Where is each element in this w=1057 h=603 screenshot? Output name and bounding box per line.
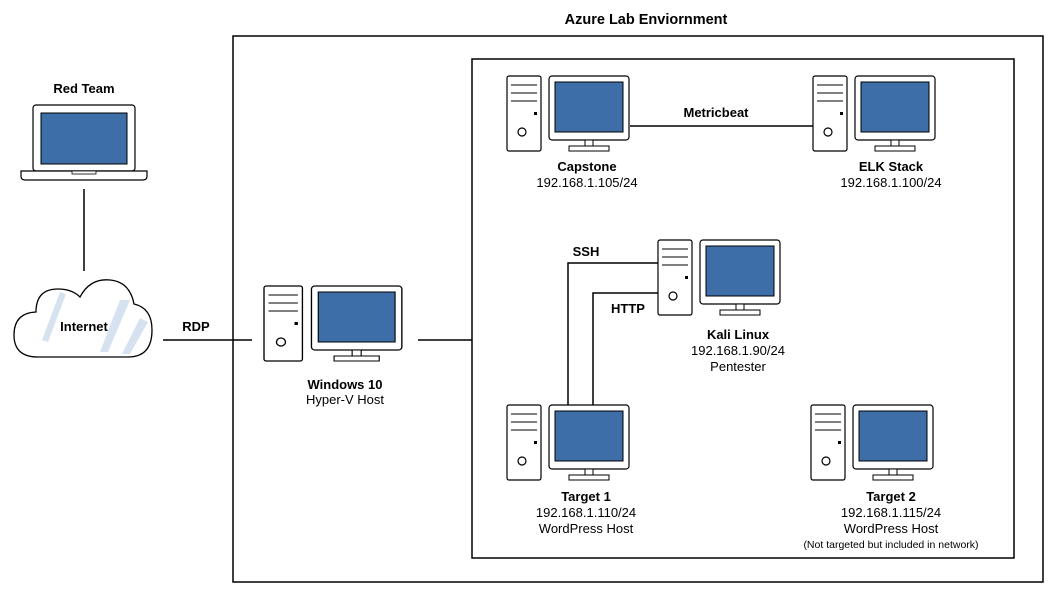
red-team-label: Red Team <box>53 81 114 96</box>
http-label: HTTP <box>611 301 645 316</box>
elk-name: ELK Stack <box>859 159 924 174</box>
kali-name: Kali Linux <box>707 327 770 342</box>
diagram-title: Azure Lab Enviornment <box>565 12 728 28</box>
http-link <box>592 292 658 405</box>
target1-computer-icon <box>506 404 630 481</box>
cloud-icon <box>13 279 153 358</box>
target2-computer-icon <box>810 404 934 481</box>
capstone-ip: 192.168.1.105/24 <box>536 175 637 190</box>
elk-ip: 192.168.1.100/24 <box>840 175 941 190</box>
laptop-icon <box>20 104 148 181</box>
capstone-name: Capstone <box>557 159 616 174</box>
target2-ip: 192.168.1.115/24 <box>841 505 941 520</box>
ssh-link <box>567 262 658 405</box>
target2-note: (Not targeted but included in network) <box>803 539 978 551</box>
windows-role: Hyper-V Host <box>306 392 384 407</box>
metricbeat-label: Metricbeat <box>683 105 749 120</box>
kali-computer-icon <box>657 239 781 316</box>
target2-role: WordPress Host <box>844 521 939 536</box>
azure-lab-boundary <box>232 35 1044 583</box>
windows-name: Windows 10 <box>307 377 382 392</box>
kali-role: Pentester <box>710 359 766 374</box>
internet-label: Internet <box>60 319 108 334</box>
target2-name: Target 2 <box>866 489 916 504</box>
kali-ip: 192.168.1.90/24 <box>691 343 785 358</box>
windows-computer-icon <box>263 285 403 362</box>
capstone-computer-icon <box>506 75 630 152</box>
internal-network-boundary <box>471 58 1015 559</box>
rdp-label: RDP <box>182 319 210 334</box>
target1-name: Target 1 <box>561 489 611 504</box>
target1-ip: 192.168.1.110/24 <box>536 505 636 520</box>
elk-computer-icon <box>812 75 936 152</box>
target1-role: WordPress Host <box>539 521 634 536</box>
ssh-label: SSH <box>573 244 600 259</box>
